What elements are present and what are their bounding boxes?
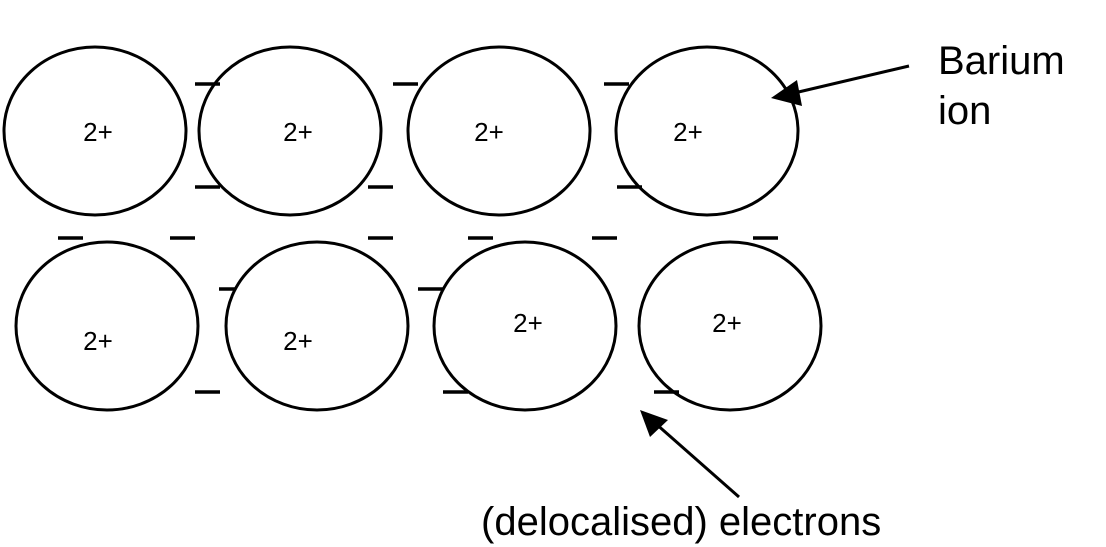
barium-ion-label-line1: Barium [938,39,1065,83]
ion-charge-label: 2+ [673,117,703,147]
arrow-head-icon [640,410,668,437]
ion-r1-c1: 2+ [2,45,188,217]
ion-r2-c2: 2+ [224,240,410,412]
ion-circle [2,45,188,217]
ion-charge-label: 2+ [474,117,504,147]
ion-circle [406,45,592,217]
ion-circle [432,240,618,412]
ion-charge-label: 2+ [83,326,113,356]
ion-circle [637,240,823,412]
electrons-annotation: (delocalised) electrons [481,410,881,544]
electrons-label: (delocalised) electrons [481,500,881,544]
ion-circle [224,240,410,412]
ion-r2-c4: 2+ [637,240,823,412]
ion-charge-label: 2+ [712,308,742,338]
ion-charge-label: 2+ [83,117,113,147]
arrow-line [654,421,740,499]
ion-charge-label: 2+ [283,117,313,147]
ion-circle [614,45,800,217]
ion-circle [197,45,383,217]
ion-r2-c1: 2+ [14,240,200,412]
ion-r1-c4: 2+ [614,45,800,217]
ion-charge-label: 2+ [283,326,313,356]
arrow-line [789,64,910,96]
ion-charge-label: 2+ [513,308,543,338]
ion-circle [14,240,200,412]
arrow-head-icon [771,80,802,106]
electrons [58,82,778,394]
ion-r1-c3: 2+ [406,45,592,217]
barium-ion-label-line2: ion [938,89,991,133]
ion-r2-c3: 2+ [432,240,618,412]
barium-ion-annotation: Barium ion [771,39,1065,133]
ion-r1-c2: 2+ [197,45,383,217]
